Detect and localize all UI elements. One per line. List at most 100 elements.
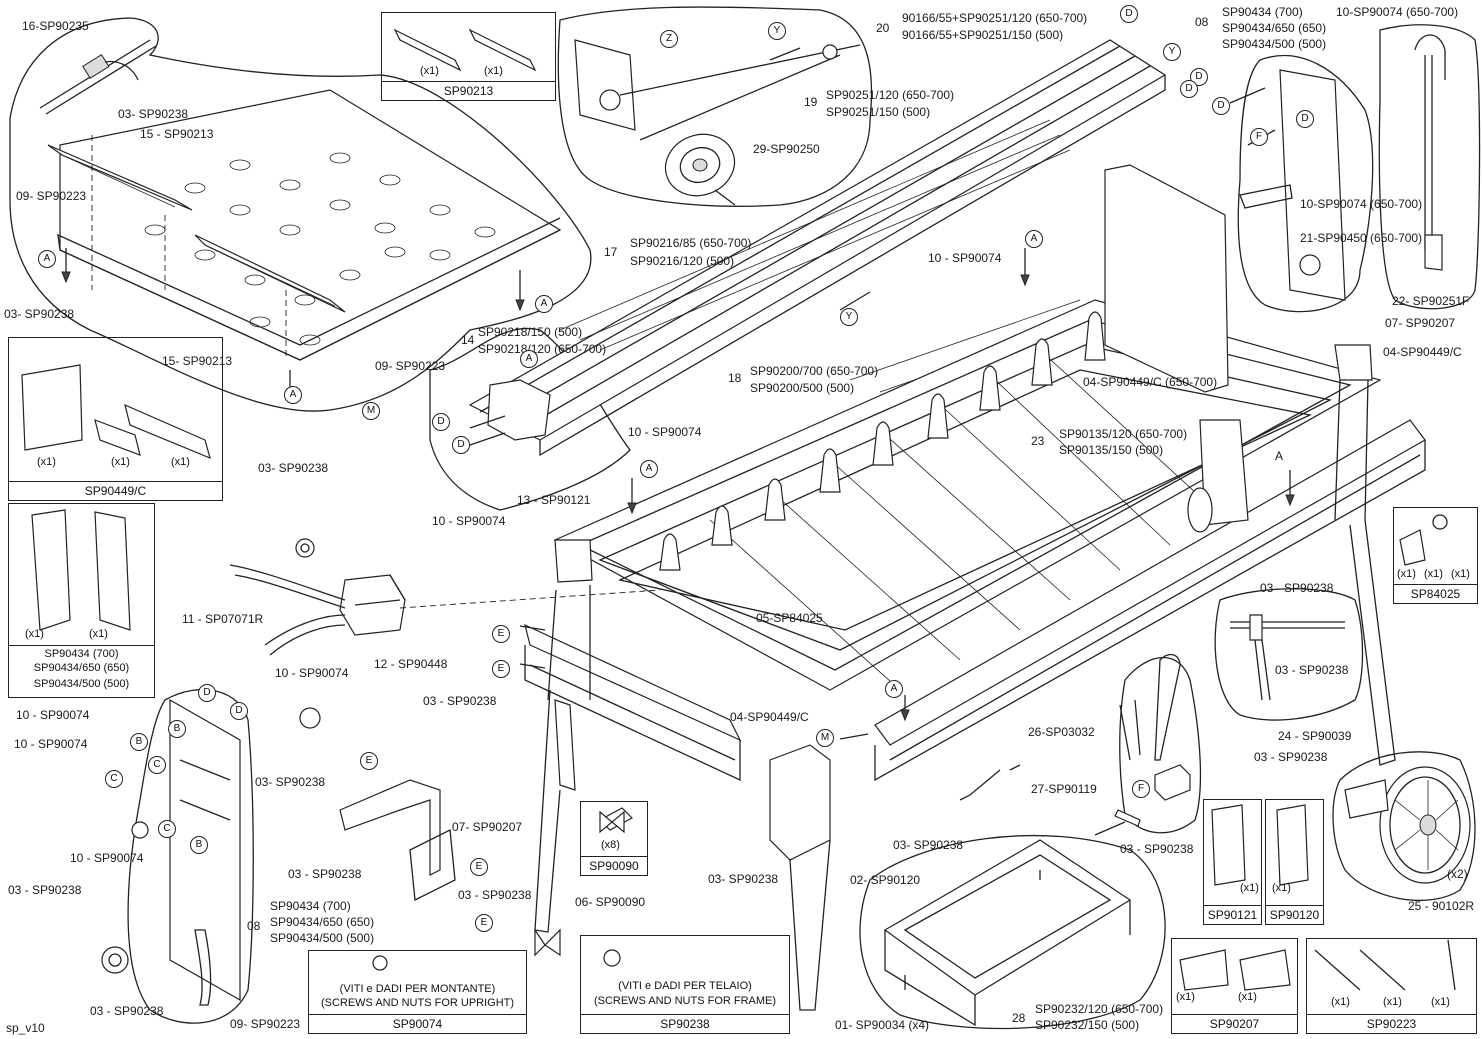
callout-14-line1: SP90218/150 (500) [478, 325, 583, 339]
callout-16: 16-SP90235 [22, 19, 89, 33]
callout-02: 02- SP90120 [850, 873, 921, 887]
qty-label: (x1) [25, 628, 44, 640]
callout-09b: 09- SP90223 [375, 359, 446, 373]
marker-e: E [470, 858, 488, 876]
marker-f: F [1250, 128, 1268, 146]
box-caption: SP84025 [1394, 584, 1477, 603]
box-caption: SP90120 [1266, 905, 1323, 924]
callout-20-line2: 90166/55+SP90251/150 (500) [902, 28, 1064, 42]
marker-b: B [168, 720, 186, 738]
qty-label: (x1) [1272, 882, 1291, 894]
callout-03d: 03 - SP90238 [1260, 581, 1334, 595]
qty-label: (x1) [1424, 568, 1443, 580]
marker-b: B [130, 733, 148, 751]
wheel-quantity: (x2) [1447, 867, 1468, 881]
detail-box-sp90207: (x1) (x1) SP90207 [1171, 938, 1298, 1034]
box-line-italian: (VITI e DADI PER TELAIO) [618, 980, 752, 992]
box-caption-3: SP90434/500 (500) [33, 678, 130, 690]
callout-10a: 10-SP90074 (650-700) [1336, 5, 1459, 19]
callout-26: 26-SP03032 [1028, 725, 1095, 739]
marker-e: E [492, 625, 510, 643]
callout-03l: 03 - SP90238 [288, 867, 362, 881]
callout-28-line2: SP90232/150 (500) [1035, 1018, 1140, 1032]
callout-14: 14 [461, 333, 475, 347]
callout-08b-line1: SP90434 (700) [270, 899, 351, 913]
detail-box-sp90120: (x1) SP90120 [1265, 799, 1324, 925]
box-caption: SP90121 [1204, 905, 1261, 924]
callout-10i: 10 - SP90074 [70, 851, 144, 865]
callout-03i: 03- SP90238 [708, 872, 779, 886]
qty-label: (x1) [1397, 568, 1416, 580]
callout-18: 18 [728, 371, 742, 385]
callout-17-line1: SP90216/85 (650-700) [630, 236, 752, 250]
callout-24: 24 - SP90039 [1278, 729, 1352, 743]
callout-17-line2: SP90216/120 (500) [630, 254, 735, 268]
marker-y: Y [768, 22, 786, 40]
callout-08b: 08 [247, 919, 261, 933]
callout-08a-line1: SP90434 (700) [1222, 5, 1303, 19]
callout-03g: 03 - SP90238 [1120, 842, 1194, 856]
callout-23: 23 [1031, 434, 1045, 448]
callout-20: 20 [876, 21, 890, 35]
callout-20-line1: 90166/55+SP90251/120 (650-700) [902, 11, 1088, 25]
marker-a: A [535, 295, 553, 313]
callout-11: 11 - SP07071R [182, 612, 264, 626]
detail-box-sp90090: (x8) SP90090 [580, 801, 648, 876]
callout-03j: 03 - SP90238 [423, 694, 497, 708]
callout-03a: 03- SP90238 [118, 107, 189, 121]
marker-d: D [1212, 97, 1230, 115]
marker-e: E [360, 752, 378, 770]
qty-label: (x1) [1431, 996, 1450, 1008]
callout-23-line2: SP90135/150 (500) [1059, 443, 1164, 457]
callout-08a: 08 [1195, 15, 1209, 29]
callout-09a: 09- SP90223 [16, 189, 87, 203]
callout-19: 19 [804, 95, 818, 109]
callout-08a-line2: SP90434/650 (650) [1222, 21, 1327, 35]
callout-18-line1: SP90200/700 (650-700) [750, 364, 879, 378]
callout-13: 13 - SP90121 [517, 493, 591, 507]
callout-03f: 03 - SP90238 [1254, 750, 1328, 764]
callout-03o: 03 - SP90238 [90, 1004, 164, 1018]
callout-04c: 04-SP90449/C [730, 710, 809, 724]
marker-z: Z [660, 30, 678, 48]
marker-d: D [1296, 110, 1314, 128]
marker-d: D [452, 436, 470, 454]
callout-10g: 10 - SP90074 [16, 708, 90, 722]
box-caption: SP90074 [309, 1014, 526, 1033]
qty-label: (x1) [1451, 568, 1470, 580]
box-caption: SP90090 [581, 856, 647, 875]
callout-10c: 10 - SP90074 [928, 251, 1002, 265]
callout-03c: 03- SP90238 [258, 461, 329, 475]
callout-08a-line3: SP90434/500 (500) [1222, 37, 1327, 51]
box-line-english: (SCREWS AND NUTS FOR FRAME) [593, 995, 777, 1007]
qty-label: (x1) [484, 65, 503, 77]
callout-10h: 10 - SP90074 [14, 737, 88, 751]
marker-d: D [1180, 80, 1198, 98]
callout-10d: 10 - SP90074 [628, 425, 702, 439]
callout-19-line2: SP90251/150 (500) [826, 105, 931, 119]
marker-c: C [158, 820, 176, 838]
marker-c: C [148, 756, 166, 774]
callout-04a: 04-SP90449/C [1383, 345, 1462, 359]
qty-label: (x1) [1238, 991, 1257, 1003]
detail-box-sp84025: (x1) (x1) (x1) SP84025 [1393, 507, 1478, 604]
callout-12: 12 - SP90448 [374, 657, 448, 671]
detail-box-sp90213: (x1) (x1) SP90213 [381, 12, 556, 101]
callout-15b: 15- SP90213 [162, 354, 233, 368]
marker-m: M [816, 729, 834, 747]
box-caption: SP90449/C [9, 481, 222, 500]
marker-a: A [640, 460, 658, 478]
version-label: sp_v10 [6, 1021, 45, 1035]
qty-label: (x1) [89, 628, 108, 640]
marker-a: A [885, 680, 903, 698]
callout-07b: 07- SP90207 [452, 820, 523, 834]
callout-07a: 07- SP90207 [1385, 316, 1456, 330]
detail-box-sp90121: (x1) SP90121 [1203, 799, 1262, 925]
callout-28-line1: SP90232/120 (650-700) [1035, 1002, 1164, 1016]
marker-a: A [520, 350, 538, 368]
callout-03n: 03 - SP90238 [8, 883, 82, 897]
box-caption: SP90223 [1307, 1014, 1476, 1033]
callout-25: 25 - 90102R [1408, 899, 1475, 913]
callout-14-line2: SP90218/120 (650-700) [478, 342, 607, 356]
